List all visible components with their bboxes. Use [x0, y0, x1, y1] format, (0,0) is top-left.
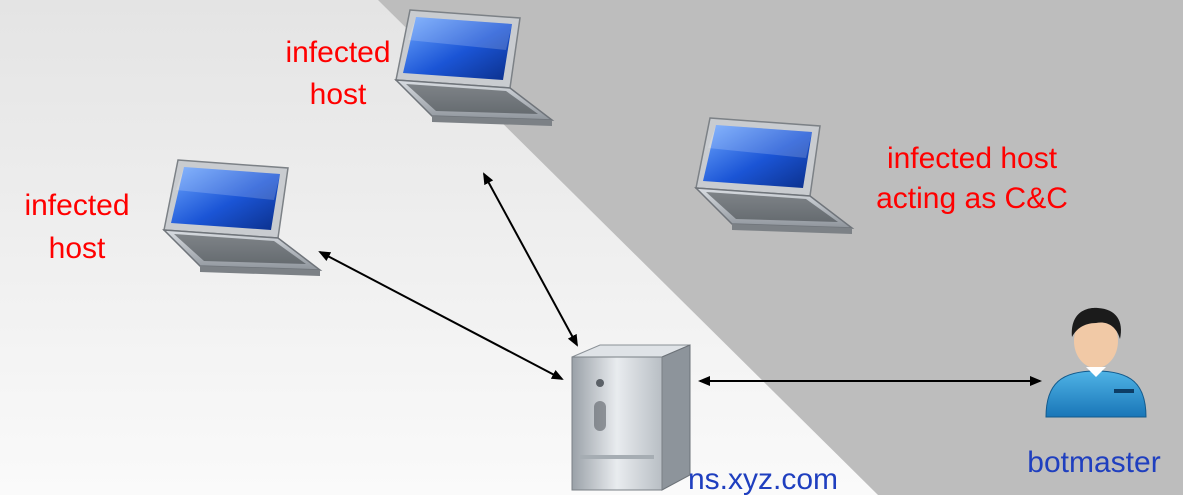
left-host-label-line2: host — [49, 232, 106, 265]
server-icon — [571, 344, 691, 491]
server-label: ns.xyz.com — [688, 463, 838, 495]
cc-host-label-line1: infected host — [887, 142, 1058, 175]
botmaster-label: botmaster — [1027, 446, 1160, 479]
background-dark-region — [378, 0, 1183, 495]
cc-host-label-line2: acting as C&C — [876, 182, 1068, 215]
arrow-server-left-host — [318, 251, 564, 380]
person-icon — [1045, 307, 1147, 418]
top-host-label-line2: host — [310, 78, 367, 111]
left-host-label-line1: infected — [24, 189, 129, 222]
top-host-label-line1: infected — [285, 36, 390, 69]
